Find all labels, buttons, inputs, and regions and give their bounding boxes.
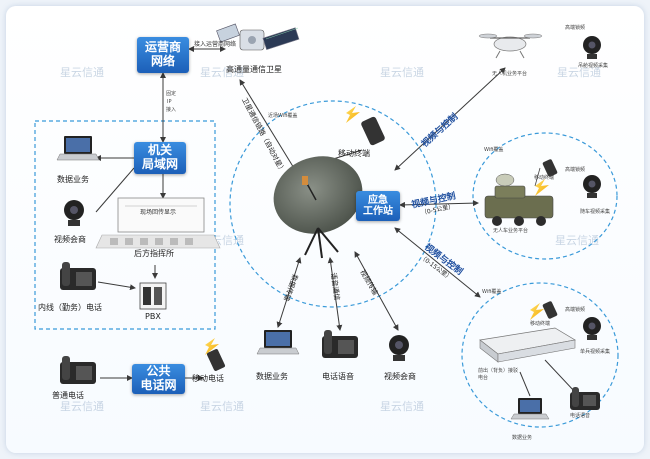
near-wifi-label: 近场Wifi覆盖	[268, 113, 298, 119]
pbx-server-icon	[139, 282, 167, 310]
box-label: 网络	[150, 54, 175, 68]
command-post-icon	[95, 197, 221, 249]
box-label: 机关	[147, 143, 172, 158]
data-service-label: 数据业务	[256, 372, 288, 381]
vehicle-relay-label: 高端锁频	[565, 167, 586, 173]
front-relay-label: 高端锁频	[565, 307, 586, 313]
watermark: 星云信通	[60, 66, 104, 79]
wireless-icon	[346, 106, 360, 123]
box-label: 公共	[146, 364, 171, 379]
box-label: 局域网	[141, 157, 178, 171]
big-screen-label: 现场回传显示	[140, 209, 177, 216]
satellite-label: 高通量通信卫星	[226, 65, 282, 74]
fixed-ip-label: 固定	[166, 91, 177, 97]
laptop-icon	[56, 136, 100, 161]
emergency-station-box: 应急 工作站	[356, 191, 400, 221]
relay-radio-icon	[479, 327, 576, 363]
intranet-phone-label: 内线（勤务）电话	[38, 303, 102, 312]
operator-network-box: 运营商 网络	[137, 37, 189, 73]
webcam-icon	[583, 175, 601, 198]
watermark: 星云信通	[380, 400, 424, 413]
watermark: 星云信通	[200, 400, 244, 413]
drone-relay-label: 高端锁频	[565, 25, 586, 31]
satellite-icon	[216, 23, 300, 51]
unmanned-vehicle-icon	[484, 167, 554, 226]
webcam-icon	[583, 36, 601, 59]
watermark: 星云信通	[555, 234, 599, 247]
data-service-label: 数据业务	[57, 175, 89, 184]
box-label: 运营商	[144, 40, 181, 55]
mobile-phone-icon	[542, 159, 558, 177]
command-post-label: 后方指挥所	[134, 249, 174, 258]
voice-label: 电话语音	[322, 372, 354, 381]
satellite-access-label: 接入运营商网络	[194, 41, 237, 48]
satellite-dish-icon	[273, 156, 363, 259]
drone-icon	[478, 33, 543, 59]
pstn-box: 公共 电话网	[132, 364, 185, 394]
webcam-icon	[389, 335, 409, 361]
mobile-terminal-label: 移动终端	[338, 149, 370, 158]
fixed-ip-label: IP	[167, 99, 172, 105]
agency-lan-box: 机关 局域网	[134, 142, 186, 174]
front-mobile-label: 移动终端	[530, 321, 551, 327]
desk-phone-icon	[60, 356, 96, 384]
drone-camera-label: 吊舱视频采集	[578, 63, 609, 69]
front-station-label: 前出（背负）接驳电台	[478, 368, 519, 381]
video-conference-label: 视频会商	[54, 235, 86, 244]
mobile-phone-icon	[361, 116, 385, 146]
desk-phone-icon	[60, 262, 96, 290]
watermark: 星云信通	[557, 66, 601, 79]
webcam-icon	[583, 317, 601, 340]
box-label: 应急	[368, 194, 388, 206]
drone-platform-label: 无人机业务平台	[492, 71, 528, 77]
front-camera-label: 单兵视频采集	[580, 349, 611, 355]
vehicle-platform-label: 无人车业务平台	[493, 228, 529, 234]
pbx-label: PBX	[145, 312, 161, 321]
video-conference-label: 视频会商	[384, 372, 416, 381]
vehicle-camera-label: 随车视频采集	[580, 209, 611, 215]
vehicle-wifi-label: Wifi覆盖	[484, 147, 504, 153]
mobile-phone-icon	[206, 349, 226, 371]
webcam-icon	[64, 200, 84, 226]
fixed-ip-label: 接入	[166, 107, 177, 113]
front-wifi-label: Wifi覆盖	[482, 289, 502, 295]
mobile-phone-icon	[542, 301, 558, 319]
vehicle-coverage-circle	[472, 132, 618, 260]
watermark: 星云信通	[200, 66, 244, 79]
desk-phone-icon	[322, 330, 358, 358]
laptop-icon	[256, 330, 300, 355]
front-data-label: 数据业务	[512, 435, 533, 441]
vehicle-mobile-label: 移动终端	[534, 175, 555, 181]
wireless-icon	[530, 303, 544, 320]
watermark: 星云信通	[60, 400, 104, 413]
wireless-icon	[205, 338, 219, 355]
front-coverage-circle	[461, 282, 619, 428]
box-label: 工作站	[363, 206, 393, 217]
box-label: 电话网	[140, 378, 177, 392]
normal-phone-label: 普通电话	[52, 391, 84, 400]
laptop-icon	[510, 398, 550, 420]
mobile-phone-label: 移动电话	[192, 374, 224, 383]
front-voice-label: 电话语音	[570, 413, 591, 419]
agency-lan-boundary	[34, 120, 216, 330]
wireless-icon	[535, 179, 549, 196]
desk-phone-icon	[570, 387, 600, 410]
